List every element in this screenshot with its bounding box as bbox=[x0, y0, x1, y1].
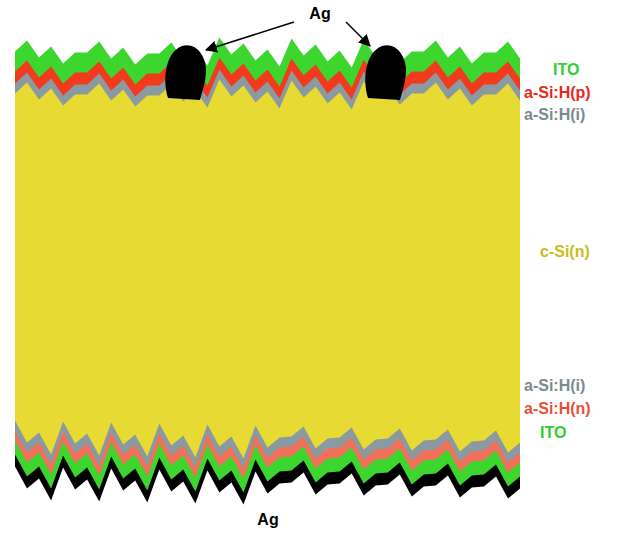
p-amorphous-layer bbox=[15, 58, 520, 271]
layer-label: a-Si:H(p) bbox=[524, 84, 591, 102]
contact-label: Ag bbox=[309, 5, 330, 23]
layer-label: a-Si:H(i) bbox=[524, 106, 585, 124]
ag-finger-contact bbox=[365, 45, 406, 100]
contact-label: Ag bbox=[257, 511, 278, 529]
leader-arrow bbox=[206, 22, 294, 50]
ito-layer bbox=[15, 260, 520, 493]
ag-back-contact bbox=[15, 260, 520, 505]
intrinsic-amorphous-layer bbox=[15, 260, 520, 469]
layer-label: a-Si:H(i) bbox=[524, 377, 585, 395]
layer-label: a-Si:H(n) bbox=[524, 400, 591, 418]
crystalline-wafer bbox=[15, 80, 520, 271]
ag-finger-contact bbox=[165, 45, 206, 100]
crystalline-wafer bbox=[15, 260, 520, 459]
n-amorphous-layer bbox=[15, 260, 520, 479]
layer-label: c-Si(n) bbox=[540, 243, 590, 261]
intrinsic-amorphous-layer bbox=[15, 70, 520, 271]
layer-label: ITO bbox=[540, 424, 566, 442]
ito-layer bbox=[15, 38, 520, 271]
leader-arrow bbox=[346, 22, 370, 46]
layer-label: ITO bbox=[553, 61, 579, 79]
